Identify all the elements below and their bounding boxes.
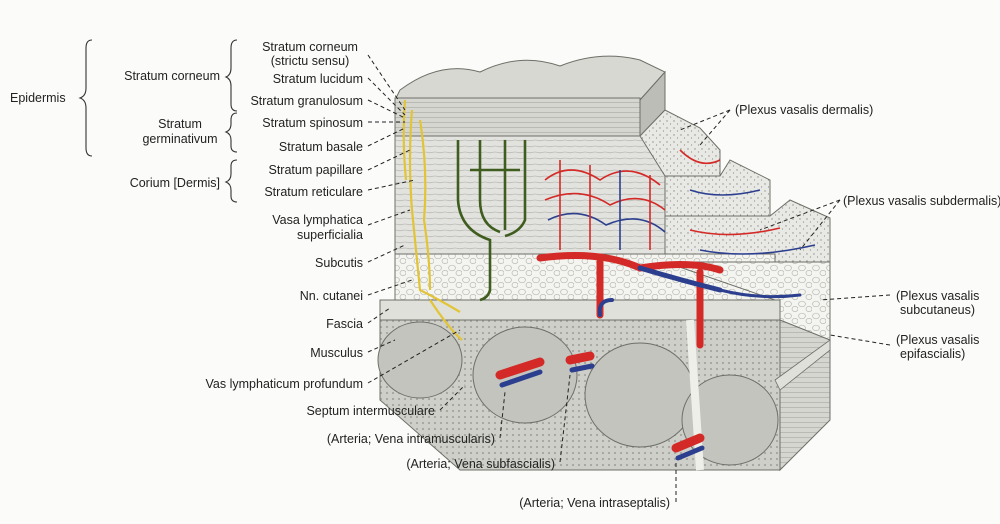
- muscle-bundle: [585, 343, 695, 447]
- label-stratum-corneum-sensu: (strictu sensu): [250, 54, 370, 68]
- label-nn-cutanei: Nn. cutanei: [230, 289, 363, 303]
- label-stratum-germinativum-1: Stratum: [140, 117, 220, 131]
- label-stratum-reticulare: Stratum reticulare: [230, 185, 363, 199]
- label-stratum-germinativum-2: germinativum: [135, 132, 225, 146]
- dermis-front: [395, 136, 665, 254]
- epidermis-front: [395, 98, 640, 136]
- label-plexus-subdermalis: (Plexus vasalis subdermalis): [843, 194, 1000, 208]
- label-plexus-epifascialis-1: (Plexus vasalis: [896, 333, 979, 347]
- label-stratum-corneum: Stratum corneum: [250, 40, 370, 54]
- label-musculus: Musculus: [230, 346, 363, 360]
- label-stratum-granulosum: Stratum granulosum: [230, 94, 363, 108]
- label-stratum-corneum-group: Stratum corneum: [100, 69, 220, 83]
- label-vasa-lymphatica-superficialia: superficialia: [230, 228, 363, 242]
- label-septum-intermusculare: Septum intermusculare: [250, 404, 435, 418]
- epidermis-surface: [395, 56, 665, 100]
- fascia-layer: [380, 300, 780, 320]
- label-plexus-subcutaneus-1: (Plexus vasalis: [896, 289, 979, 303]
- label-epidermis: Epidermis: [10, 91, 66, 105]
- label-plexus-epifascialis-2: epifascialis): [900, 347, 965, 361]
- label-arteria-intraseptalis: (Arteria; Vena intraseptalis): [470, 496, 670, 510]
- label-arteria-subfascialis: (Arteria; Vena subfascialis): [370, 457, 555, 471]
- label-stratum-lucidum: Stratum lucidum: [240, 72, 363, 86]
- label-corium: Corium [Dermis]: [100, 176, 220, 190]
- label-fascia: Fascia: [230, 317, 363, 331]
- label-stratum-spinosum: Stratum spinosum: [230, 116, 363, 130]
- label-stratum-basale: Stratum basale: [230, 140, 363, 154]
- muscle-side: [780, 320, 830, 470]
- label-subcutis: Subcutis: [230, 256, 363, 270]
- label-vasa-lymphatica: Vasa lymphatica: [230, 213, 363, 227]
- label-plexus-subcutaneus-2: subcutaneus): [900, 303, 975, 317]
- label-stratum-papillare: Stratum papillare: [230, 163, 363, 177]
- muscle-bundle: [378, 322, 462, 398]
- label-arteria-intramuscularis: (Arteria; Vena intramuscularis): [280, 432, 495, 446]
- label-plexus-dermalis: (Plexus vasalis dermalis): [735, 103, 873, 117]
- label-vas-lymphaticum-profundum: Vas lymphaticum profundum: [150, 377, 363, 391]
